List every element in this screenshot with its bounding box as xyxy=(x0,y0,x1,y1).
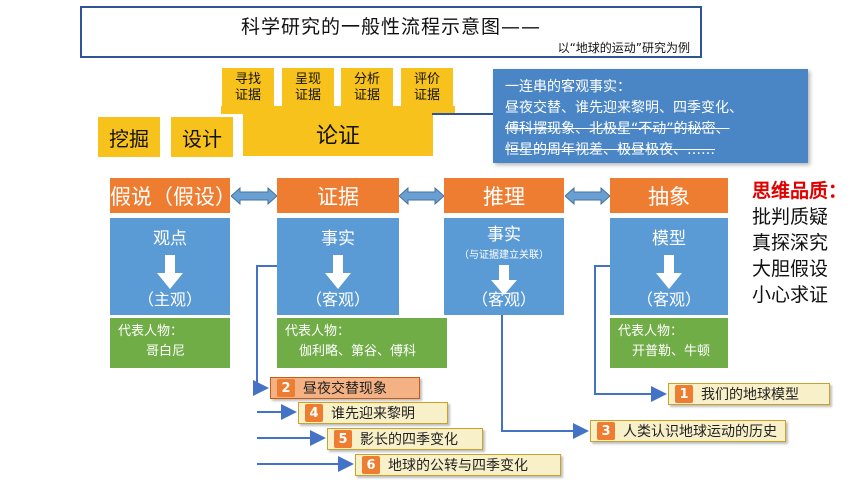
step-find-evidence: 寻找 证据 xyxy=(222,68,274,108)
activity-tag: 3 人类认识地球运动的历史 xyxy=(590,420,786,442)
column-foot: （主观） xyxy=(137,290,202,309)
tag-number: 6 xyxy=(362,456,380,474)
activity-tag: 5 影长的四季变化 xyxy=(327,428,483,450)
step-line1: 评价 xyxy=(413,72,440,87)
representative-box: 代表人物： 哥白尼 xyxy=(110,318,230,368)
activity-tag: 1 我们的地球模型 xyxy=(668,383,830,405)
step-argument: 论证 xyxy=(243,111,433,156)
column-subtitle: （与证据建立关联） xyxy=(459,250,549,261)
tag-number: 4 xyxy=(305,404,323,422)
representative-names: 开普勒、牛顿 xyxy=(632,344,711,359)
down-arrow-icon xyxy=(491,265,517,295)
column-viewpoint: 观点 （主观） xyxy=(110,218,230,315)
step-present-evidence: 呈现 证据 xyxy=(282,68,334,108)
tag-number: 5 xyxy=(334,430,352,448)
tag-text: 昼夜交替现象 xyxy=(303,381,387,397)
diagram-subtitle: 以“地球的运动”研究为例 xyxy=(557,41,690,55)
column-title: 观点 xyxy=(153,229,187,249)
tag-number: 2 xyxy=(277,379,295,397)
step-line2: 证据 xyxy=(353,88,380,103)
representative-label: 代表人物： xyxy=(118,324,184,339)
evidence-line: 恒星的周年视差、极昼极夜、…… xyxy=(505,142,715,158)
evidence-connector xyxy=(432,113,494,115)
quality-item: 大胆假设 xyxy=(752,258,829,280)
column-title: 事实 xyxy=(321,229,355,249)
double-arrow-icon xyxy=(231,187,277,205)
step-line2: 证据 xyxy=(234,88,261,103)
yellow-bridge xyxy=(221,106,455,114)
tag-text: 谁先迎来黎明 xyxy=(331,406,415,422)
down-arrow-icon xyxy=(157,255,183,289)
representative-names: 哥白尼 xyxy=(146,344,186,359)
column-model: 模型 （客观） xyxy=(610,218,728,315)
header-evidence: 证据 xyxy=(277,178,399,213)
evidence-line: 昼夜交替、谁先迎来黎明、四季变化、 xyxy=(505,100,743,116)
double-arrow-icon xyxy=(565,187,610,205)
tag-text: 影长的四季变化 xyxy=(360,432,458,448)
quality-item: 批判质疑 xyxy=(752,206,829,228)
quality-item: 小心求证 xyxy=(752,284,829,306)
connector-arrow-icon xyxy=(253,265,277,396)
tag-number: 3 xyxy=(597,422,615,440)
column-foot: （客观） xyxy=(305,290,370,309)
double-arrow-icon xyxy=(399,187,444,205)
step-evaluate-evidence: 评价 证据 xyxy=(401,68,453,108)
representative-box: 代表人物： 伽利略、第谷、傅科 xyxy=(277,318,447,368)
column-foot: （客观） xyxy=(636,290,701,309)
activity-tag: 6 地球的公转与四季变化 xyxy=(355,454,561,476)
column-title: 模型 xyxy=(652,229,686,249)
activity-tag: 2 昼夜交替现象 xyxy=(270,377,420,399)
step-analyze-evidence: 分析 证据 xyxy=(341,68,393,108)
step-dig: 挖掘 xyxy=(98,117,160,157)
evidence-box: 一连串的客观事实： 昼夜交替、谁先迎来黎明、四季变化、 傅科摆现象、北极星“不动… xyxy=(493,69,808,163)
representative-label: 代表人物： xyxy=(285,324,351,339)
tag-text: 地球的公转与四季变化 xyxy=(388,458,528,474)
title-box: 科学研究的一般性流程示意图—— 以“地球的运动”研究为例 xyxy=(80,6,702,58)
step-design: 设计 xyxy=(171,117,233,157)
step-line2: 证据 xyxy=(294,88,321,103)
step-line2: 证据 xyxy=(413,88,440,103)
step-line1: 寻找 xyxy=(234,72,261,87)
column-title: 事实 xyxy=(487,225,521,245)
evidence-line: 一连串的客观事实： xyxy=(505,79,631,95)
column-fact-linked: 事实 （与证据建立关联） （客观） xyxy=(444,218,564,315)
header-hypothesis: 假说（假设） xyxy=(110,178,236,213)
tag-number: 1 xyxy=(675,385,693,403)
down-arrow-icon xyxy=(325,255,351,289)
connector-arrow-icon xyxy=(501,315,589,439)
step-line1: 分析 xyxy=(353,72,380,87)
tag-text: 人类认识地球运动的历史 xyxy=(623,424,777,440)
quality-item: 真探深究 xyxy=(752,232,829,254)
diagram-title: 科学研究的一般性流程示意图—— xyxy=(240,16,541,38)
column-fact: 事实 （客观） xyxy=(277,218,399,315)
quality-title: 思维品质： xyxy=(752,180,848,202)
representative-names: 伽利略、第谷、傅科 xyxy=(299,344,417,359)
connector-arrow-icon xyxy=(594,265,667,402)
activity-tag: 4 谁先迎来黎明 xyxy=(298,402,448,424)
representative-box: 代表人物： 开普勒、牛顿 xyxy=(610,318,728,368)
step-line1: 呈现 xyxy=(294,72,321,87)
header-reasoning: 推理 xyxy=(444,178,564,213)
column-foot: （客观） xyxy=(471,290,536,309)
tag-text: 我们的地球模型 xyxy=(701,387,799,403)
down-arrow-icon xyxy=(656,255,682,289)
representative-label: 代表人物： xyxy=(618,324,684,339)
header-abstraction: 抽象 xyxy=(610,178,728,213)
evidence-line: 傅科摆现象、北极星“不动”的秘密、 xyxy=(505,121,730,137)
